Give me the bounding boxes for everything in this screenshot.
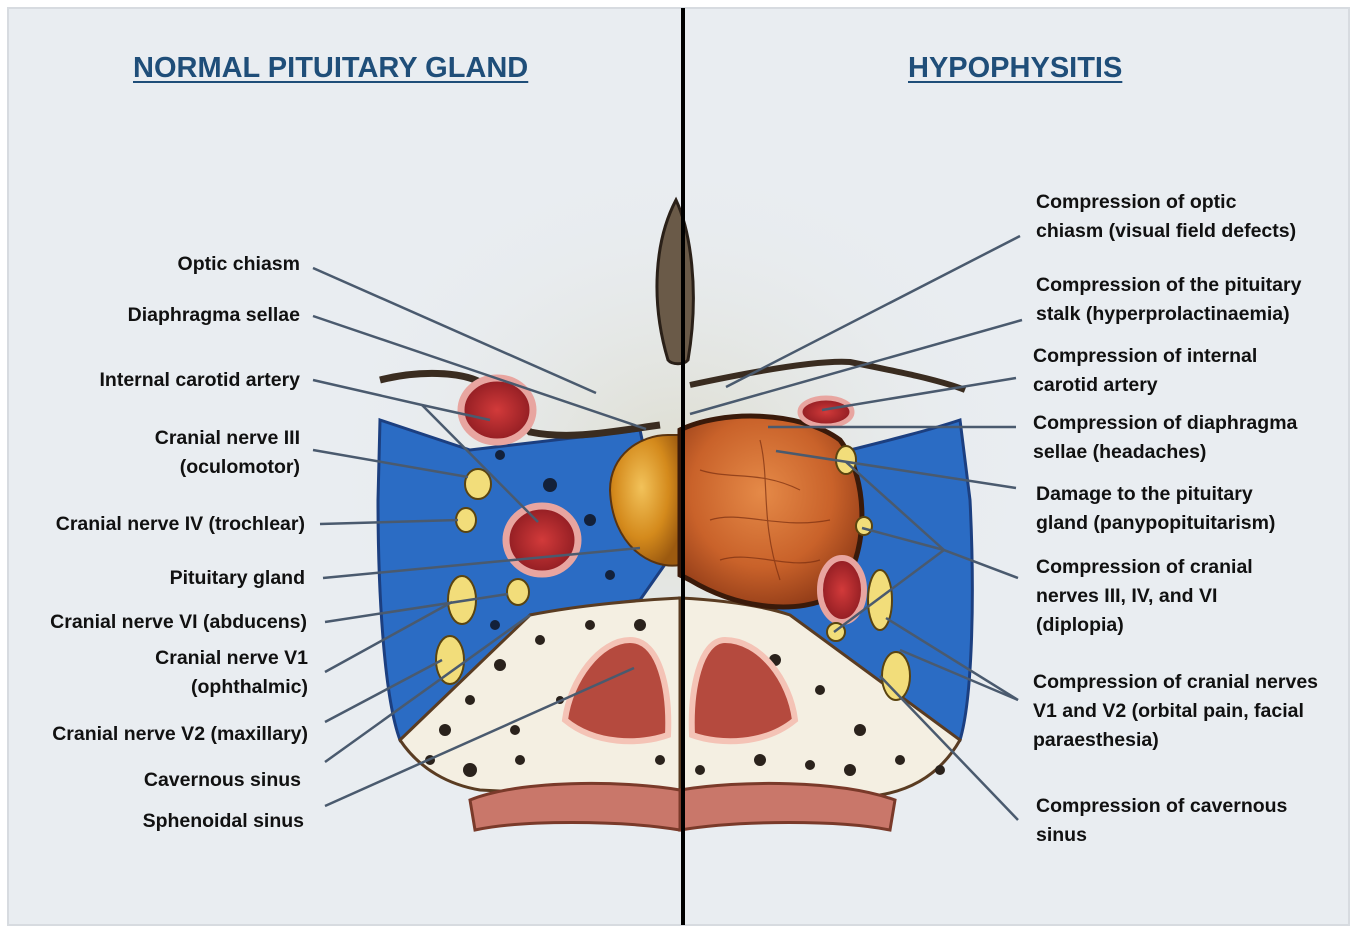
label-diaphragma-sellae: Diaphragma sellae — [128, 301, 300, 330]
right-basal-layer — [680, 783, 895, 830]
label-pituitary-gland: Pituitary gland — [170, 564, 305, 593]
label-cn-v2: Cranial nerve V2 (maxillary) — [52, 720, 308, 749]
right-ica-lower — [820, 558, 864, 622]
label-ica-compression: Compression of internal carotid artery — [1033, 342, 1257, 400]
label-gland-damage: Damage to the pituitary gland (panypopit… — [1036, 480, 1275, 538]
label-internal-carotid: Internal carotid artery — [100, 366, 300, 395]
label-cavernous-compression: Compression of cavernous sinus — [1036, 792, 1287, 850]
label-cavernous-sinus: Cavernous sinus — [144, 766, 301, 795]
left-ica-lower — [506, 506, 578, 574]
right-ica-upper — [800, 398, 852, 426]
right-cn-v1 — [868, 570, 892, 630]
label-cn-vi: Cranial nerve VI (abducens) — [50, 608, 307, 637]
label-cn-v1-v2: Compression of cranial nerves V1 and V2 … — [1033, 668, 1318, 755]
label-diaphragma-compression: Compression of diaphragma sellae (headac… — [1033, 409, 1297, 467]
label-cn-iv: Cranial nerve IV (trochlear) — [56, 510, 305, 539]
label-optic-compression: Compression of optic chiasm (visual fiel… — [1036, 188, 1296, 246]
label-cn-v1: Cranial nerve V1 (ophthalmic) — [155, 644, 308, 702]
left-title: NORMAL PITUITARY GLAND — [133, 52, 528, 85]
right-title: HYPOPHYSITIS — [908, 52, 1122, 85]
label-stalk-compression: Compression of the pituitary stalk (hype… — [1036, 271, 1301, 329]
label-sphenoidal-sinus: Sphenoidal sinus — [143, 807, 304, 836]
label-optic-chiasm: Optic chiasm — [178, 250, 300, 279]
left-cn-iv — [456, 508, 476, 532]
left-cn-vi — [507, 579, 529, 605]
left-cn-iii — [465, 469, 491, 499]
left-basal-layer — [470, 783, 680, 830]
right-anatomy — [680, 362, 972, 830]
right-cn-iv — [856, 517, 872, 535]
label-cn-iii: Cranial nerve III (oculomotor) — [155, 424, 300, 482]
label-cn-iii-iv-vi: Compression of cranial nerves III, IV, a… — [1036, 553, 1253, 640]
